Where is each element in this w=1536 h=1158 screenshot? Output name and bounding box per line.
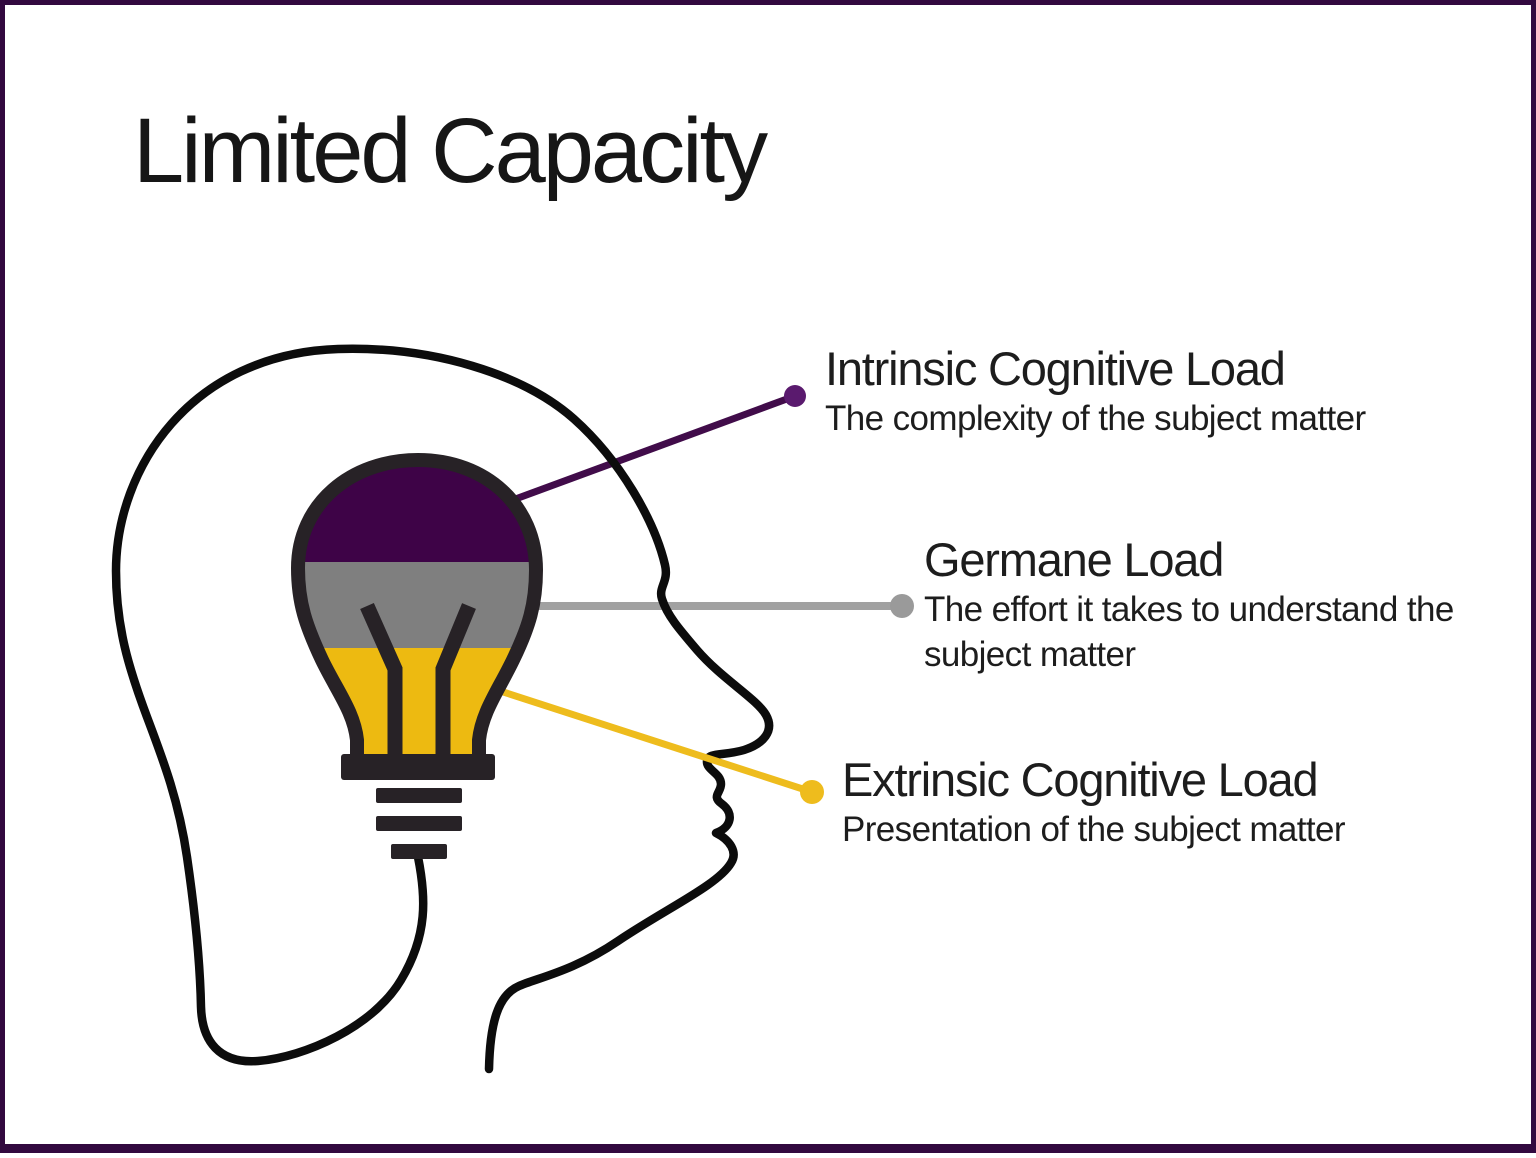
head-profile-outline-icon (111, 344, 774, 1074)
bulb-filament-right (435, 603, 476, 757)
bulb-filament-left (360, 602, 403, 757)
leader-line-intrinsic (500, 392, 797, 508)
bulb-band-germane (298, 562, 536, 648)
label-extrinsic: Extrinsic Cognitive Load Presentation of… (842, 752, 1346, 853)
bulb-neck-bar (341, 754, 495, 780)
leader-line-extrinsic (492, 685, 814, 796)
leader-dot-extrinsic (800, 780, 824, 804)
bulb-screw-bar-2 (376, 816, 462, 831)
leader-dot-germane (890, 594, 914, 618)
label-germane-description: The effort it takes to understand the su… (924, 590, 1454, 674)
label-germane: Germane Load The effort it takes to unde… (924, 532, 1514, 677)
label-germane-heading: Germane Load (924, 533, 1224, 586)
lightbulb-icon (291, 453, 543, 859)
bulb-screw-bar-3 (391, 844, 447, 859)
bulb-screw-bar-1 (376, 788, 462, 803)
head-lightbulb-diagram (111, 344, 914, 1074)
label-extrinsic-description: Presentation of the subject matter (842, 810, 1346, 850)
leader-dot-intrinsic (784, 385, 806, 407)
page-title: Limited Capacity (133, 100, 768, 202)
bulb-glass-outline (291, 453, 543, 769)
label-intrinsic-description: The complexity of the subject matter (825, 399, 1366, 439)
label-intrinsic-heading: Intrinsic Cognitive Load (825, 342, 1286, 395)
label-extrinsic-heading: Extrinsic Cognitive Load (842, 753, 1319, 806)
label-intrinsic: Intrinsic Cognitive Load The complexity … (825, 341, 1366, 442)
